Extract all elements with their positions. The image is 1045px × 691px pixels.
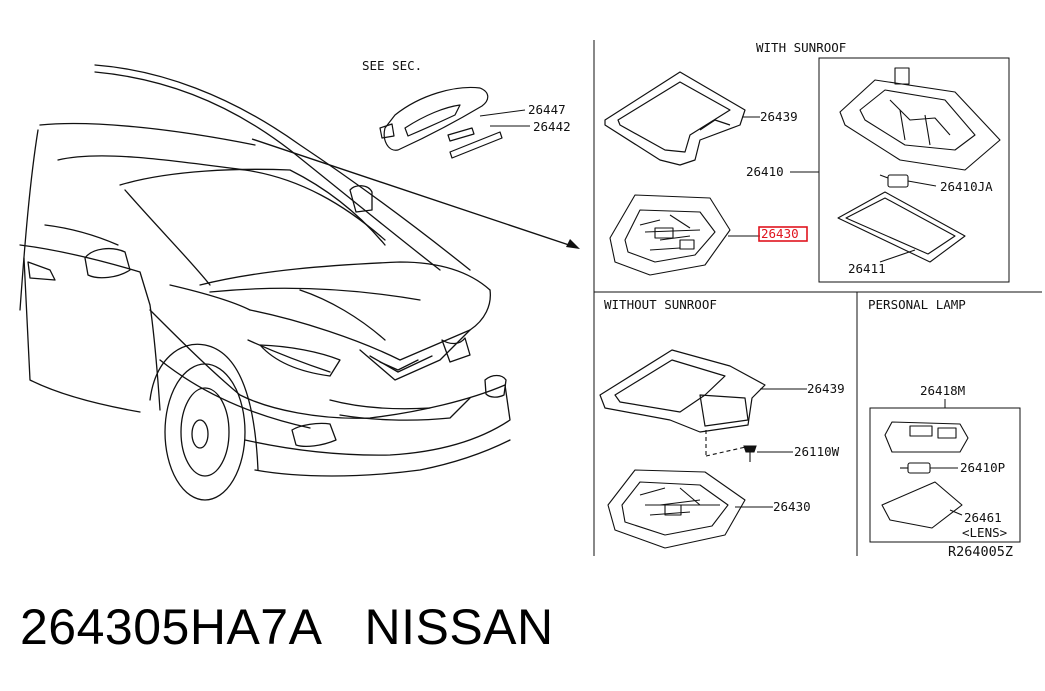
- sun-visor-illustration: [379, 86, 503, 159]
- lens-26411: [837, 191, 966, 263]
- vehicle-illustration: [19, 64, 511, 501]
- sunroof-frame-26439: [604, 71, 746, 166]
- screw-26110W: [705, 430, 793, 462]
- bulb-26410P: [900, 462, 958, 474]
- visor-callout-lines: [479, 109, 530, 127]
- callout-26411: 26411: [848, 261, 886, 276]
- location-arrow: [251, 138, 580, 249]
- lens-26461: [881, 481, 963, 529]
- part-number: 264305HA7A: [20, 599, 323, 655]
- brand-name: NISSAN: [364, 599, 554, 655]
- callout-26439-sunroof: 26439: [760, 109, 798, 124]
- without-sunroof-title: WITHOUT SUNROOF: [604, 297, 717, 312]
- highlight-box-26430: [758, 226, 808, 242]
- part-caption: 264305HA7A NISSAN: [20, 598, 554, 656]
- callout-26439-no-sunroof: 26439: [807, 381, 845, 396]
- lamp-26430-no-sunroof: [607, 469, 746, 549]
- callout-26442: 26442: [533, 119, 571, 134]
- callout-26447: 26447: [528, 102, 566, 117]
- frame-26439-no-sunroof: [599, 349, 766, 433]
- diagram-code: R264005Z: [948, 544, 1013, 560]
- see-section-label: SEE SEC.: [362, 58, 422, 73]
- callout-26430-no-sunroof: 26430: [773, 499, 811, 514]
- personal-lamp-title: PERSONAL LAMP: [868, 297, 966, 312]
- bulb-26410JA: [879, 174, 937, 188]
- callout-26410JA: 26410JA: [940, 179, 993, 194]
- sunroof-housing-detail: [839, 67, 1001, 171]
- callout-26418M: 26418M: [920, 383, 965, 398]
- lens-note: <LENS>: [962, 525, 1007, 540]
- callout-26410P: 26410P: [960, 460, 1005, 475]
- callout-26461: 26461: [964, 510, 1002, 525]
- callout-26430-highlighted: 26430: [761, 226, 799, 241]
- with-sunroof-title: WITH SUNROOF: [756, 40, 846, 55]
- callout-26110W: 26110W: [794, 444, 840, 459]
- personal-lamp-26418M: [884, 421, 969, 453]
- sunroof-lamp-26430: [609, 194, 731, 276]
- callout-26410: 26410: [746, 164, 784, 179]
